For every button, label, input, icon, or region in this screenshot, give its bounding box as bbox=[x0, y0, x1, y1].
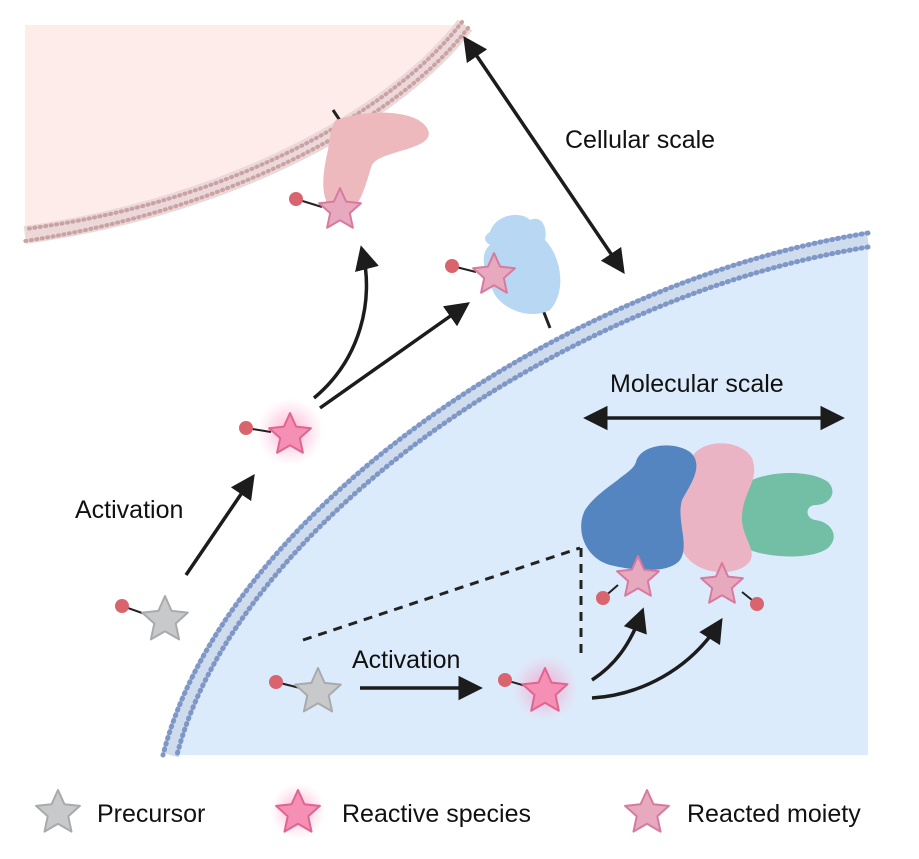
linker-dot bbox=[750, 597, 764, 611]
linker-dot bbox=[445, 259, 459, 273]
reacted-moiety-complex-left bbox=[596, 555, 660, 605]
reactive-species-intracellular bbox=[498, 654, 579, 722]
precursor-intracellular bbox=[269, 667, 342, 713]
legend: Precursor Reactive species Reacted moiet… bbox=[35, 783, 861, 839]
bottom-membrane-inner bbox=[174, 244, 871, 758]
precursor-extracellular bbox=[115, 595, 189, 641]
teal-protein bbox=[739, 473, 834, 557]
top-cell bbox=[23, 19, 473, 244]
molecular-scale-label: Molecular scale bbox=[610, 370, 784, 398]
reacted-moiety-icon bbox=[318, 187, 362, 229]
binding-arrow-to-blue-protein bbox=[318, 302, 471, 410]
legend-reactive-species-label: Reactive species bbox=[342, 800, 531, 828]
precursor-icon bbox=[294, 667, 342, 713]
pink-receptor-protein bbox=[323, 109, 429, 213]
reacted-moiety-icon bbox=[472, 252, 516, 294]
cellular-scale-label: Cellular scale bbox=[565, 126, 715, 154]
dark-blue-protein bbox=[581, 445, 697, 570]
reacted-moiety-icon bbox=[616, 555, 660, 597]
top-membrane-outer bbox=[23, 20, 464, 231]
bottom-cell bbox=[160, 230, 871, 758]
activation-label-bottom: Activation bbox=[352, 646, 460, 674]
linker-dot bbox=[289, 192, 303, 206]
binding-arrow-to-pink-protein bbox=[312, 245, 379, 400]
binding-arrow-to-blue-complex bbox=[591, 607, 647, 682]
pink-protein bbox=[675, 443, 755, 573]
binding-arrow-to-pink-complex bbox=[591, 617, 723, 700]
legend-precursor-icon bbox=[35, 789, 81, 833]
reacted-moiety-top bbox=[289, 187, 362, 229]
reacted-moiety-middle bbox=[445, 252, 516, 294]
activation-label-top: Activation bbox=[75, 496, 183, 524]
zoom-dashed-line-diagonal bbox=[302, 546, 581, 642]
legend-precursor-label: Precursor bbox=[97, 800, 205, 828]
linker-dot bbox=[115, 599, 129, 613]
linker-dot bbox=[239, 421, 253, 435]
reacted-moiety-complex-right bbox=[700, 562, 764, 611]
legend-reacted-moiety-label: Reacted moiety bbox=[687, 800, 861, 828]
legend-reactive-species-icon bbox=[275, 789, 321, 833]
activation-arrow-top bbox=[184, 473, 255, 576]
linker-dot bbox=[269, 675, 283, 689]
bottom-membrane-outer bbox=[160, 230, 871, 758]
linker-dot bbox=[498, 673, 512, 687]
reactive-species-extracellular bbox=[239, 398, 324, 466]
top-membrane-inner bbox=[23, 26, 470, 243]
reacted-moiety-icon bbox=[700, 562, 744, 604]
cellular-scale-arrow bbox=[463, 35, 625, 275]
linker-dot bbox=[596, 591, 610, 605]
legend-reacted-moiety-icon bbox=[624, 789, 670, 833]
precursor-icon bbox=[141, 595, 189, 641]
reactive-species-icon bbox=[268, 412, 312, 454]
reactive-species-icon bbox=[521, 667, 569, 712]
protein-complex bbox=[581, 443, 834, 573]
